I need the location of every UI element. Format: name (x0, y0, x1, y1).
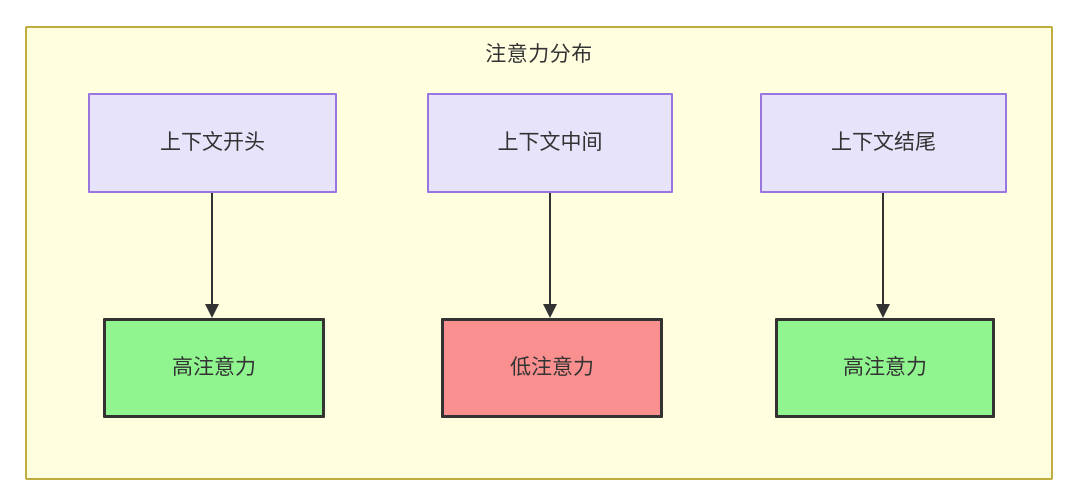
node-label: 上下文开头 (160, 131, 265, 154)
node-attention-high-end[interactable]: 高注意力 (775, 318, 995, 418)
node-context-end[interactable]: 上下文结尾 (760, 93, 1007, 193)
node-label: 低注意力 (510, 356, 594, 379)
node-context-start[interactable]: 上下文开头 (88, 93, 337, 193)
node-label: 高注意力 (172, 356, 256, 379)
node-attention-low-middle[interactable]: 低注意力 (441, 318, 663, 418)
node-attention-high-start[interactable]: 高注意力 (103, 318, 325, 418)
node-label: 上下文结尾 (831, 131, 936, 154)
cluster-title: 注意力分布 (485, 43, 593, 66)
node-label: 高注意力 (843, 356, 927, 379)
node-context-middle[interactable]: 上下文中间 (427, 93, 673, 193)
node-label: 上下文中间 (497, 131, 603, 154)
